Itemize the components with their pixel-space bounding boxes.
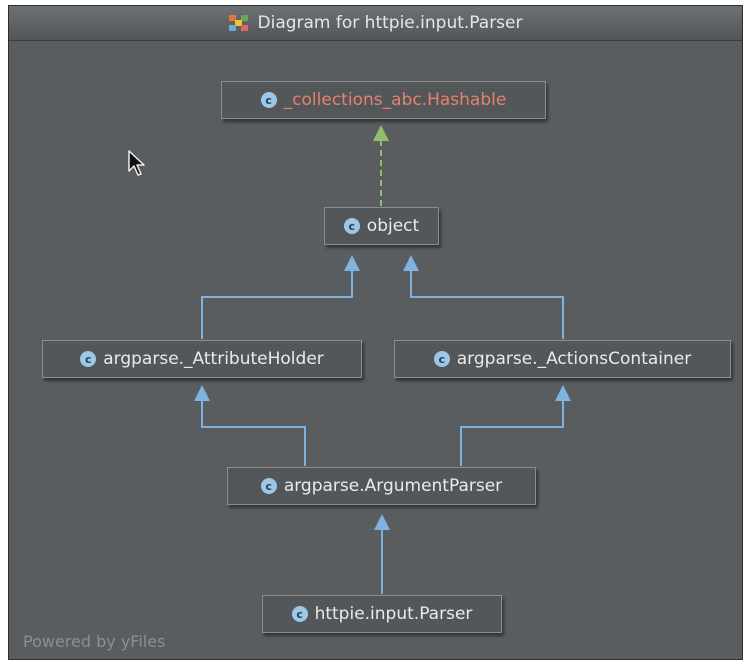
mouse-cursor-icon — [128, 150, 145, 176]
class-node-httpie-parser[interactable]: c httpie.input.Parser — [262, 595, 502, 633]
class-icon: c — [260, 478, 277, 494]
class-icon: c — [80, 351, 97, 367]
diagram-edges — [194, 125, 571, 594]
class-name: object — [366, 216, 420, 236]
edge-argumentparser-to-actionscontainer — [460, 400, 564, 466]
class-name: argparse._ActionsContainer — [456, 349, 692, 369]
edge-attributeholder-to-object — [201, 269, 353, 339]
class-node-hashable[interactable]: c _collections_abc.Hashable — [221, 81, 546, 119]
powered-by-label: Powered by yFiles — [23, 632, 166, 651]
window-titlebar[interactable]: Diagram for httpie.input.Parser — [9, 6, 742, 41]
class-name: argparse._AttributeHolder — [103, 349, 324, 369]
diagram-icon — [228, 15, 249, 31]
class-name: httpie.input.Parser — [314, 604, 473, 624]
edge-arrowhead — [194, 385, 210, 401]
edge-arrowhead — [344, 255, 360, 271]
class-icon: c — [291, 606, 308, 622]
class-node-attribute-holder[interactable]: c argparse._AttributeHolder — [42, 340, 362, 378]
class-name: _collections_abc.Hashable — [283, 90, 507, 110]
class-icon: c — [343, 218, 360, 234]
class-node-argument-parser[interactable]: c argparse.ArgumentParser — [227, 467, 536, 505]
edge-arrowhead — [373, 125, 389, 141]
diagram-window: Diagram for httpie.input.Parser c _coll — [8, 5, 743, 660]
edge-arrowhead — [374, 514, 390, 530]
edge-actionscontainer-to-object — [410, 269, 564, 339]
class-node-object[interactable]: c object — [324, 207, 439, 245]
class-name: argparse.ArgumentParser — [283, 476, 503, 496]
class-icon: c — [433, 351, 450, 367]
class-icon: c — [260, 92, 277, 108]
edge-argumentparser-to-attributeholder — [201, 400, 306, 466]
edge-arrowhead — [555, 385, 571, 401]
class-node-actions-container[interactable]: c argparse._ActionsContainer — [394, 340, 731, 378]
diagram-canvas[interactable]: c _collections_abc.Hashable c object c a… — [9, 41, 742, 659]
window-title: Diagram for httpie.input.Parser — [257, 13, 523, 33]
edge-arrowhead — [403, 255, 419, 271]
